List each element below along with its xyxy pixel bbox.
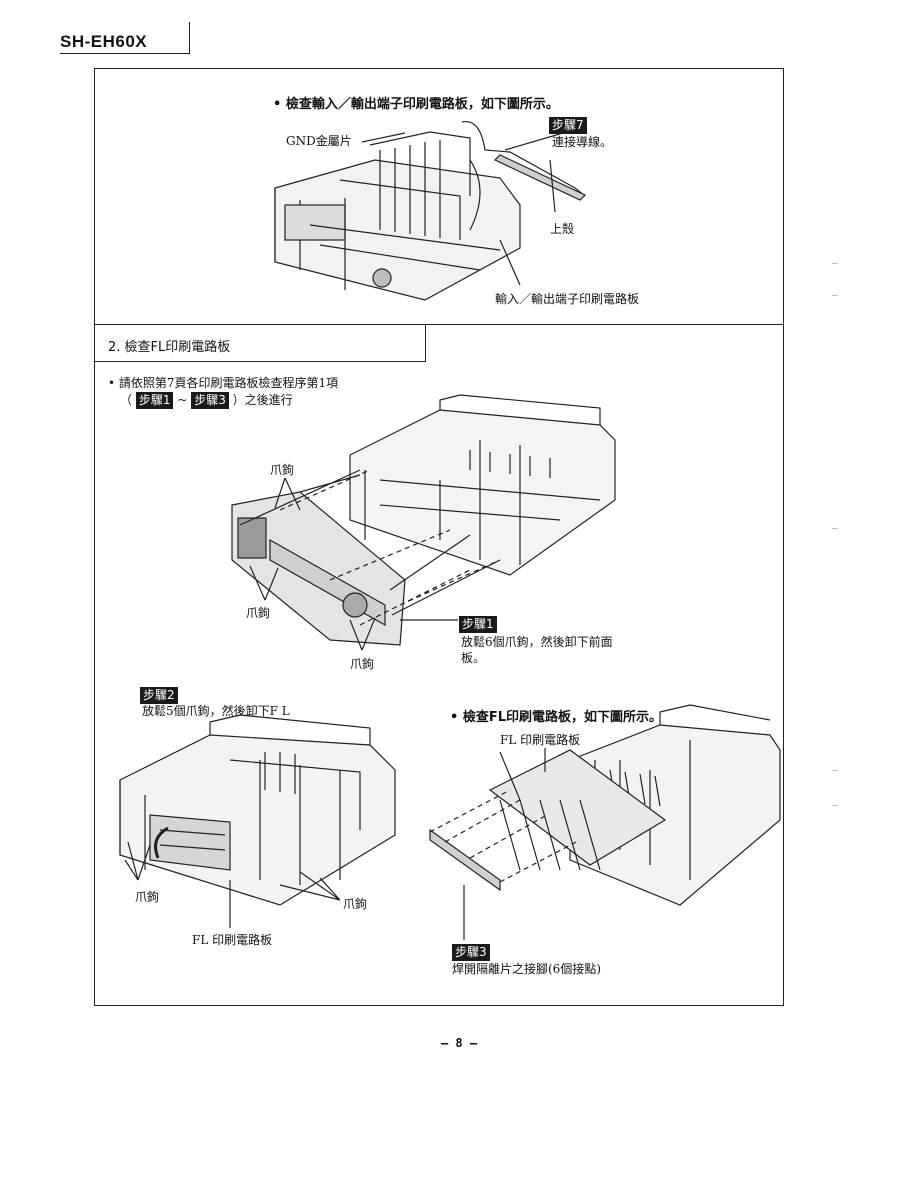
scan-mark [832, 805, 838, 806]
step-2-text: 放鬆5個爪鉤，然後卸下F L [142, 704, 290, 718]
step-1-block: 步驟1 [459, 613, 497, 633]
label-gnd-plate: GND金屬片 [286, 134, 352, 148]
fl-release-illustration [119, 714, 396, 928]
step-7-badge: 步驟7 [549, 114, 587, 134]
scan-mark [832, 295, 838, 296]
ref-step-1-badge: 步驟1 [135, 392, 174, 409]
step-7-text: 連接導線。 [552, 135, 613, 149]
label-io-board: 輸入／輸出端子印刷電路板 [495, 292, 640, 306]
step-2-badge: 步驟2 [140, 687, 178, 704]
step-1-badge: 步驟1 [459, 616, 497, 633]
fl-inspect-illustration [429, 704, 781, 940]
instruction-line-1: • 請依照第7頁各印刷電路板檢查程序第1項 [108, 376, 339, 390]
instruction-open-paren: （ [120, 393, 133, 407]
content-frame [94, 68, 784, 1006]
header-rule-tick [189, 22, 190, 54]
step-1-text-2: 板。 [461, 651, 486, 665]
hook-label-fl-left: 爪鉤 [135, 890, 160, 904]
ref-step-3-badge: 步驟3 [191, 392, 229, 409]
step-2-block: 步驟2 [140, 684, 178, 704]
fl-board-label-right: FL 印刷電路板 [500, 733, 581, 747]
fl-inspect-heading: • 檢查FL印刷電路板，如下圖所示。 [450, 710, 662, 725]
hook-label-top: 爪鉤 [270, 463, 295, 477]
label-top-cover: 上殼 [550, 222, 575, 236]
instruction-close: ）之後進行 [232, 393, 293, 407]
hook-label-left: 爪鉤 [246, 606, 271, 620]
section-2-title: 2. 檢查FL印刷電路板 [108, 340, 231, 355]
header-rule [60, 53, 190, 54]
step-1-text-1: 放鬆6個爪鉤，然後卸下前面 [461, 635, 613, 649]
scan-mark [832, 770, 838, 771]
front-panel-illustration [231, 394, 616, 651]
top-chassis-illustration [274, 120, 587, 301]
page-number: – 8 – [440, 1036, 478, 1050]
section-divider [94, 324, 784, 325]
step-3-text: 焊開隔離片之接腳(6個接點) [452, 962, 601, 976]
section-1-heading: • 檢查輸入／輸出端子印刷電路板，如下圖所示。 [273, 97, 559, 112]
step-3-badge: 步驟3 [452, 944, 490, 961]
step-7-badge-label: 步驟7 [549, 117, 587, 134]
hook-label-fl-right: 爪鉤 [343, 897, 368, 911]
scan-mark [832, 263, 838, 264]
fl-board-label: FL 印刷電路板 [192, 933, 273, 947]
hook-label-bottom: 爪鉤 [350, 657, 375, 671]
step-3-block: 步驟3 [452, 941, 490, 961]
scan-mark [832, 528, 838, 529]
section-title-box [94, 324, 426, 362]
model-number: SH-EH60X [60, 32, 148, 51]
tilde: ~ [177, 393, 188, 407]
instruction-line-2: （ 步驟1 ~ 步驟3 ）之後進行 [120, 391, 293, 409]
